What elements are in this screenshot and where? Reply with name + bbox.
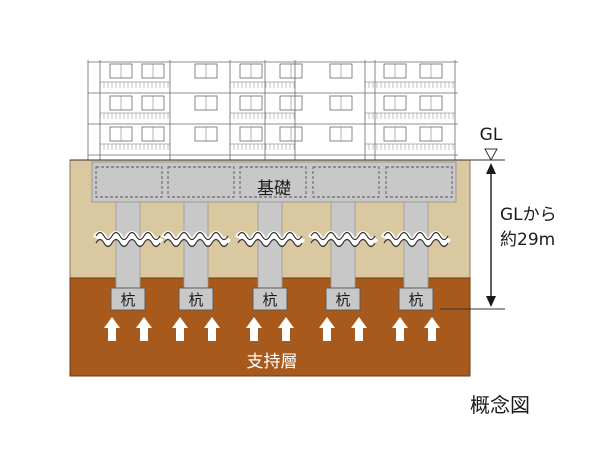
pile-label: 杭: [120, 291, 135, 309]
triangle-down-icon: [484, 148, 498, 162]
building-facade: [87, 60, 458, 160]
arrow-up-icon: [246, 317, 262, 341]
pile: 杭: [160, 201, 232, 311]
depth-dimension: GLから 約29m: [440, 163, 557, 310]
pile: 杭: [92, 201, 164, 311]
bearing-layer-label: 支持層: [247, 352, 298, 372]
gl-label: GL: [480, 125, 503, 145]
pile: 杭: [380, 201, 452, 311]
depth-label-line1: GLから: [500, 205, 557, 225]
pile-label: 杭: [335, 291, 350, 309]
foundation-label: 基礎: [257, 179, 291, 199]
arrow-up-icon: [392, 317, 408, 341]
footing-box: [385, 166, 453, 198]
arrow-up-icon: [424, 317, 440, 341]
pile: 杭: [234, 201, 306, 311]
foundation-slab: 基礎: [91, 161, 457, 203]
pile: 杭: [307, 201, 379, 311]
bearing-arrows: [104, 317, 440, 341]
depth-label-line2: 約29m: [500, 230, 555, 250]
arrow-up-icon: [136, 317, 152, 341]
arrow-up-icon: [319, 317, 335, 341]
pile-group: 杭杭杭杭杭: [92, 201, 452, 311]
footing-box: [312, 166, 380, 198]
arrow-up-icon: [351, 317, 367, 341]
arrow-up-icon: [204, 317, 220, 341]
arrow-up-icon: [104, 317, 120, 341]
arrow-up-icon: [278, 317, 294, 341]
footing-box: [95, 166, 163, 198]
pile-label: 杭: [188, 291, 203, 309]
arrow-up-icon: [172, 317, 188, 341]
footing-box: [167, 166, 235, 198]
gl-marker: GL: [480, 125, 503, 162]
diagram-caption: 概念図: [470, 393, 530, 417]
pile-label: 杭: [408, 291, 423, 309]
footing-box: [239, 166, 307, 198]
pile-label: 杭: [262, 291, 277, 309]
